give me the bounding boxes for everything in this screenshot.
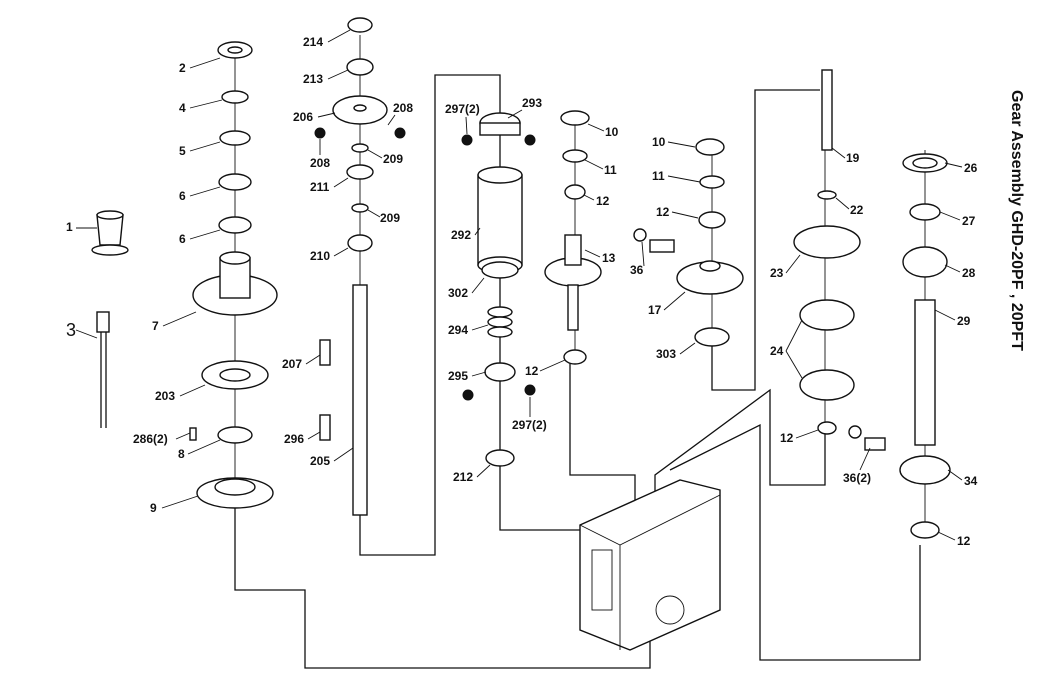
- label-212: 212: [453, 470, 473, 484]
- label-13: 13: [602, 251, 616, 265]
- label-26: 26: [964, 161, 978, 175]
- label-27: 27: [962, 214, 976, 228]
- label-17: 17: [648, 303, 662, 317]
- label-19: 19: [846, 151, 860, 165]
- label-292: 292: [451, 228, 471, 242]
- label-36a: 36: [630, 263, 644, 277]
- label-6b: 6: [179, 232, 186, 246]
- label-10b: 10: [652, 135, 666, 149]
- label-297a: 297(2): [445, 102, 480, 116]
- label-295: 295: [448, 369, 468, 383]
- label-11a: 11: [604, 163, 617, 177]
- label-7: 7: [152, 319, 159, 333]
- label-24: 24: [770, 344, 784, 358]
- label-8: 8: [178, 447, 185, 461]
- label-303: 303: [656, 347, 676, 361]
- label-286: 286(2): [133, 432, 168, 446]
- label-10a: 10: [605, 125, 619, 139]
- column-5-parts: [633, 138, 744, 347]
- column-6-parts: [793, 69, 886, 451]
- label-22: 22: [850, 203, 864, 217]
- label-4: 4: [179, 101, 186, 115]
- diagram-title: Gear Assembly GHD-20PF , 20PFT: [1008, 90, 1025, 351]
- label-1: 1: [66, 220, 73, 234]
- shaft-part-205: [352, 284, 368, 516]
- label-28: 28: [962, 266, 976, 280]
- column-4-parts: [544, 110, 602, 365]
- label-2: 2: [179, 61, 186, 75]
- label-213: 213: [303, 72, 323, 86]
- label-210: 210: [310, 249, 330, 263]
- label-3: 3: [66, 320, 76, 340]
- column-7-parts: [899, 153, 951, 539]
- label-6a: 6: [179, 189, 186, 203]
- label-11b: 11: [652, 169, 665, 183]
- column-3-parts: [461, 112, 536, 467]
- label-205: 205: [310, 454, 330, 468]
- label-206: 206: [293, 110, 313, 124]
- label-23: 23: [770, 266, 784, 280]
- column-2-parts: [314, 17, 406, 516]
- label-9: 9: [150, 501, 157, 515]
- label-203: 203: [155, 389, 175, 403]
- gear-part-23: [793, 225, 861, 259]
- label-209b: 209: [380, 211, 400, 225]
- label-294: 294: [448, 323, 468, 337]
- label-296: 296: [284, 432, 304, 446]
- label-12e: 12: [957, 534, 971, 548]
- label-12b: 12: [525, 364, 539, 378]
- part-labels: 1 3 2 4 5 6 6 7 203 286(2) 8 9 214 213 2…: [66, 29, 978, 548]
- column-1-parts: [91, 41, 278, 509]
- label-302: 302: [448, 286, 468, 300]
- label-29: 29: [957, 314, 971, 328]
- gear-part-34: [899, 455, 951, 485]
- bolt-part-3: [96, 311, 110, 333]
- label-12a: 12: [596, 194, 610, 208]
- label-34: 34: [964, 474, 978, 488]
- label-214: 214: [303, 35, 323, 49]
- label-5: 5: [179, 144, 186, 158]
- shaft-part-29: [914, 299, 936, 446]
- gearbox-housing: [579, 479, 721, 651]
- label-36b: 36(2): [843, 471, 871, 485]
- spring-housing-part-292: [477, 174, 523, 266]
- label-208a: 208: [393, 101, 413, 115]
- label-293: 293: [522, 96, 542, 110]
- shaft-part-19: [821, 69, 833, 151]
- nut-part-295: [484, 362, 516, 382]
- label-12d: 12: [780, 431, 794, 445]
- label-211: 211: [310, 180, 330, 194]
- label-12c: 12: [656, 205, 670, 219]
- label-209a: 209: [383, 152, 403, 166]
- label-208b: 208: [310, 156, 330, 170]
- label-297b: 297(2): [512, 418, 547, 432]
- label-207: 207: [282, 357, 302, 371]
